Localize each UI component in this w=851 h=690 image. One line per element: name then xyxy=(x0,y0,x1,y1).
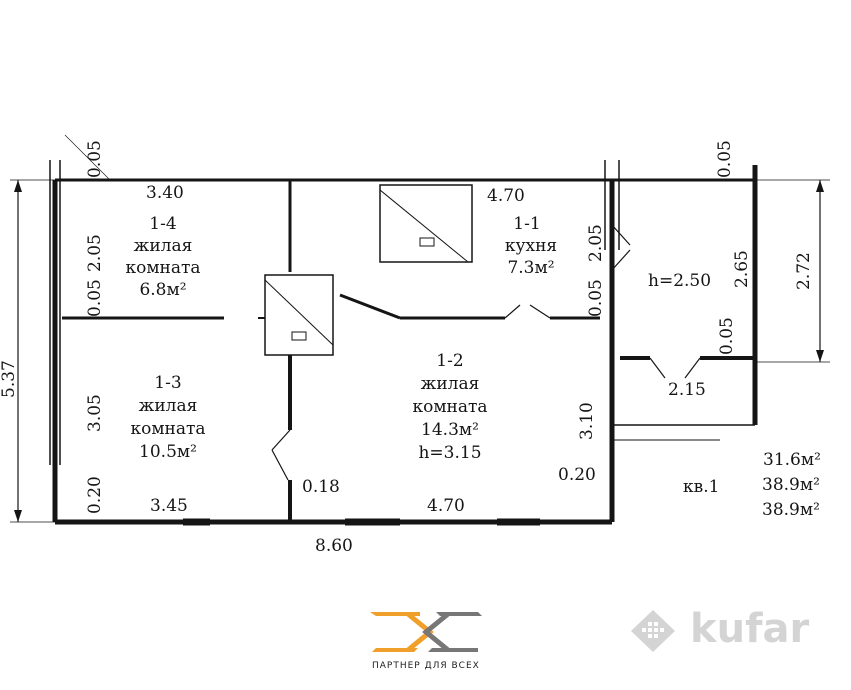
room-1-2-area: 14.3м² xyxy=(421,420,479,440)
kufar-watermark-text: kufar xyxy=(690,606,810,652)
room-1-1-code: 1-1 xyxy=(513,214,541,234)
room-1-4-area: 6.8м² xyxy=(139,280,187,300)
room-1-4-type1: жилая xyxy=(133,236,193,256)
stove-box xyxy=(264,274,334,356)
partition-11-12 xyxy=(339,293,401,320)
dim-3-45: 3.45 xyxy=(150,496,188,516)
dim-0-20-left: 0.20 xyxy=(85,476,105,514)
room-1-3-type2: комната xyxy=(130,419,206,439)
room-1-4-type2: комната xyxy=(125,258,201,278)
room-1-2-type2: комната xyxy=(412,397,488,417)
dim-3-10: 3.10 xyxy=(577,402,597,440)
dim-0-18: 0.18 xyxy=(302,477,340,497)
dim-2-15: 2.15 xyxy=(668,380,706,400)
dim-2-05-left: 2.05 xyxy=(85,234,105,272)
dim-0-20-right: 0.20 xyxy=(558,465,596,485)
room-1-2-type1: жилая xyxy=(420,374,480,394)
area-total-3: 38.9м² xyxy=(762,500,820,520)
area-total-1: 31.6м² xyxy=(763,450,821,470)
dim-0-05-a: 0.05 xyxy=(85,140,105,178)
logo-tagline: ПАРТНЕР ДЛЯ ВСЕХ xyxy=(372,661,480,671)
hall-height: h=2.50 xyxy=(648,271,712,291)
kufar-watermark-icon xyxy=(631,610,675,652)
dim-0-05-c: 0.05 xyxy=(85,279,105,317)
dim-0-05-d: 0.05 xyxy=(586,279,606,317)
room-1-2-height: h=3.15 xyxy=(418,443,482,463)
dim-3-05: 3.05 xyxy=(85,394,105,432)
dim-4-70-bottom: 4.70 xyxy=(427,496,465,516)
room-1-3-type1: жилая xyxy=(138,396,198,416)
kitchen-stove xyxy=(379,184,473,263)
area-total-2: 38.9м² xyxy=(762,475,820,495)
room-1-1-type: кухня xyxy=(504,236,558,256)
dim-0-05-b: 0.05 xyxy=(715,140,735,178)
dim-0-05-e: 0.05 xyxy=(717,317,737,355)
room-1-2-code: 1-2 xyxy=(436,351,464,371)
dim-2-72: 2.72 xyxy=(794,252,814,290)
dim-2-05-right: 2.05 xyxy=(586,224,606,262)
dim-8-60: 8.60 xyxy=(315,536,353,556)
dim-4-70-top: 4.70 xyxy=(487,186,525,206)
room-1-3-code: 1-3 xyxy=(154,373,182,393)
exchange-logo-icon xyxy=(370,612,482,652)
room-1-4-code: 1-4 xyxy=(149,214,177,234)
room-1-3-area: 10.5м² xyxy=(139,442,197,462)
room-1-1-area: 7.3м² xyxy=(507,258,555,278)
dim-5-37: 5.37 xyxy=(0,360,19,398)
apartment-label: кв.1 xyxy=(683,477,720,497)
dim-2-65: 2.65 xyxy=(732,250,752,288)
dim-3-40: 3.40 xyxy=(146,183,184,203)
